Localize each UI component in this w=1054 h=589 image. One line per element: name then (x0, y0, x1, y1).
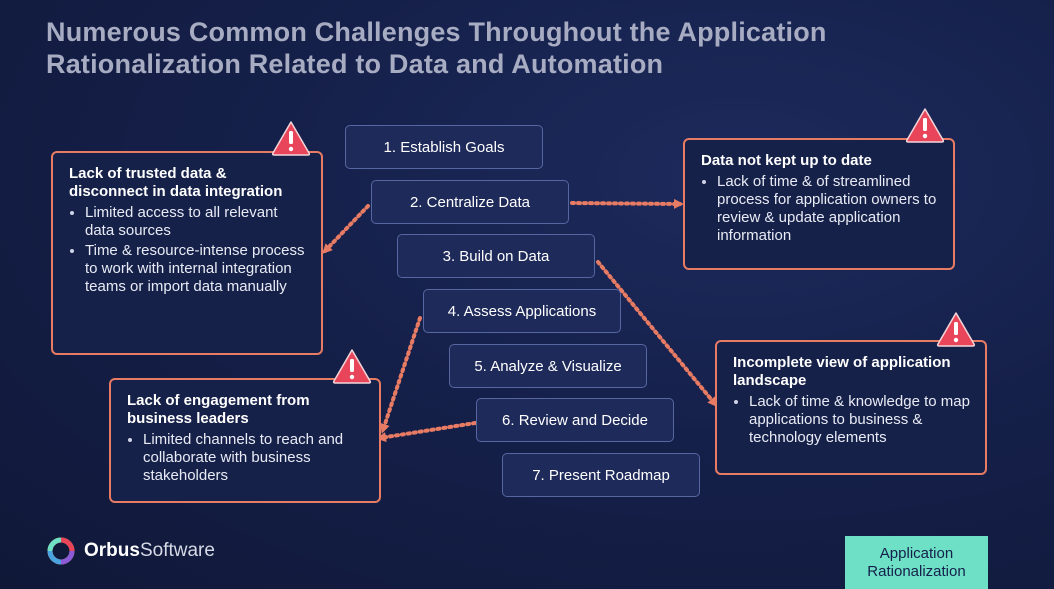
challenge-card-engagement: Lack of engagement from business leaders… (109, 378, 381, 503)
arrow-to-trusted-data (322, 204, 370, 254)
page-title: Numerous Common Challenges Throughout th… (46, 16, 946, 80)
challenge-title: Data not kept up to date (701, 152, 872, 169)
warning-icon (936, 312, 976, 347)
logo-text-software: Software (139, 540, 215, 561)
logo-text-orbus: Orbus (84, 540, 140, 561)
challenge-title: Lack of engagement from business leaders (127, 392, 310, 427)
step-present-roadmap: 7. Present Roadmap (502, 453, 700, 497)
step-label: 4. Assess Applications (447, 302, 597, 320)
step-review-decide: 6. Review and Decide (476, 398, 674, 442)
challenge-bullet: Time & resource-intense process to work … (85, 242, 307, 296)
warning-icon (332, 349, 372, 384)
step-label: 3. Build on Data (442, 247, 550, 265)
orbus-logo-icon (47, 537, 75, 565)
step-assess-applications: 4. Assess Applications (423, 289, 621, 333)
challenge-card-incomplete-view: Incomplete view of application landscape… (715, 340, 987, 475)
title-line-2: Rationalization Related to Data and Auto… (46, 49, 664, 79)
challenge-title: Lack of trusted data & disconnect in dat… (69, 165, 283, 200)
section-tag: Application Rationalization (845, 536, 988, 589)
arrow-review-to-engagement (376, 421, 477, 443)
challenge-bullet: Limited access to all relevant data sour… (85, 204, 307, 240)
step-centralize-data: 2. Centralize Data (371, 180, 569, 224)
logo-text: OrbusSoftware (84, 540, 215, 562)
step-establish-goals: 1. Establish Goals (345, 125, 543, 169)
challenge-bullets: Limited channels to reach and collaborat… (127, 431, 365, 485)
challenge-bullet: Limited channels to reach and collaborat… (143, 431, 365, 485)
step-analyze-visualize: 5. Analyze & Visualize (449, 344, 647, 388)
arrow-to-incomplete-view (596, 260, 718, 408)
challenge-title: Incomplete view of application landscape (733, 354, 951, 389)
arrow-assess-to-engagement (380, 316, 422, 434)
orbus-logo: OrbusSoftware (46, 536, 215, 566)
challenge-card-trusted-data: Lack of trusted data & disconnect in dat… (51, 151, 323, 355)
challenge-bullets: Lack of time & of streamlined process fo… (701, 173, 939, 245)
step-label: 5. Analyze & Visualize (474, 357, 622, 375)
challenge-bullets: Limited access to all relevant data sour… (69, 204, 307, 296)
challenge-card-data-outdated: Data not kept up to date Lack of time & … (683, 138, 955, 270)
warning-icon (905, 108, 945, 143)
step-label: 7. Present Roadmap (532, 466, 670, 484)
step-label: 1. Establish Goals (383, 138, 505, 156)
challenge-bullet: Lack of time & knowledge to map applicat… (749, 393, 971, 447)
challenge-bullet: Lack of time & of streamlined process fo… (717, 173, 939, 245)
step-build-on-data: 3. Build on Data (397, 234, 595, 278)
arrow-to-data-outdated (570, 198, 684, 209)
section-tag-line-2: Rationalization (867, 562, 966, 580)
step-label: 6. Review and Decide (502, 411, 648, 429)
challenge-bullets: Lack of time & knowledge to map applicat… (733, 393, 971, 447)
section-tag-line-1: Application (879, 544, 954, 562)
title-line-1: Numerous Common Challenges Throughout th… (46, 17, 827, 47)
step-label: 2. Centralize Data (409, 193, 531, 211)
warning-icon (271, 121, 311, 156)
